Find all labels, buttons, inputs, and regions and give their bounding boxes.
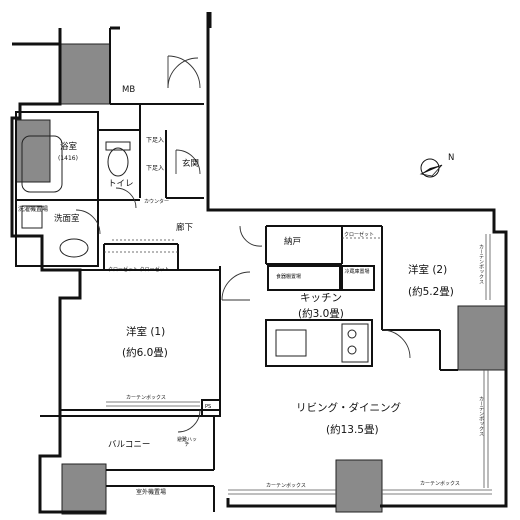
room-label-closet: クローゼット xyxy=(344,232,375,238)
room-label-hatch: 避難ハッチ xyxy=(176,437,197,448)
room-label-balcony: バルコニー xyxy=(108,440,151,450)
room-label-corridor: 廊下 xyxy=(176,223,194,233)
curtain-box-label-v2: カーテンボックス xyxy=(478,396,484,436)
north-arrow-icon xyxy=(419,158,443,178)
room-label-living-size: (約13.5畳) xyxy=(326,424,379,436)
washbasin xyxy=(59,238,89,258)
room-label-kitchen: キッチン xyxy=(300,292,342,304)
room-label-storage: 納戸 xyxy=(284,237,302,247)
room-label-western2-size: (約5.2畳) xyxy=(408,286,454,298)
room-label-fridge: 冷蔵庫置場 xyxy=(344,269,370,275)
column-bottom-left xyxy=(61,463,107,515)
stove-burner-2 xyxy=(347,345,357,355)
structural-columns xyxy=(15,43,507,515)
room-label-shoe-shelf: 下足入 xyxy=(146,137,165,144)
column-bath xyxy=(15,119,51,183)
curtain-box-label-v1: カーテンボックス xyxy=(478,244,484,284)
curtain-box-label-1: カーテンボックス xyxy=(126,395,166,401)
column-bottom-mid xyxy=(335,459,383,513)
room-label-bath: 浴室 xyxy=(60,142,78,152)
door-swings xyxy=(75,55,411,433)
toilet-bowl xyxy=(107,147,129,177)
stove-burner-1 xyxy=(347,329,357,339)
room-label-bath-size: (1416) xyxy=(58,155,78,162)
room-label-food-storage: 食器棚置場 xyxy=(276,274,302,280)
room-label-closet-small: 下足入 xyxy=(146,165,165,172)
room-label-western2: 洋室 (2) xyxy=(408,264,448,276)
room-label-washer: 洗濯機置場 xyxy=(18,206,49,213)
column-top-left xyxy=(59,43,111,105)
window-lines xyxy=(106,234,492,495)
room-label-entrance: 玄関 xyxy=(182,159,200,169)
fixtures xyxy=(21,135,369,363)
room-label-living: リビング・ダイニング xyxy=(296,402,401,414)
compass-label: N xyxy=(448,153,455,163)
room-label-toilet: トイレ xyxy=(108,179,134,189)
room-label-counter: カウンター xyxy=(144,199,170,205)
curtain-box-label-2: カーテンボックス xyxy=(266,483,306,489)
interior-walls xyxy=(15,28,458,512)
room-label-closet2: クローゼット クローゼット xyxy=(108,267,170,273)
room-label-ps: PS xyxy=(205,404,212,410)
room-label-western1: 洋室 (1) xyxy=(126,326,166,338)
bathtub xyxy=(21,135,63,193)
room-label-kitchen-size: (約3.0畳) xyxy=(298,308,344,320)
closet-shelves xyxy=(104,237,382,253)
room-label-mb: MB xyxy=(122,85,136,95)
curtain-box-label-3: カーテンボックス xyxy=(420,481,460,487)
room-label-western1-size: (約6.0畳) xyxy=(122,347,168,359)
column-right xyxy=(457,305,507,371)
room-label-washroom: 洗面室 xyxy=(54,214,80,224)
room-label-outdoor-unit: 室外機置場 xyxy=(136,489,167,496)
sink xyxy=(275,329,307,357)
